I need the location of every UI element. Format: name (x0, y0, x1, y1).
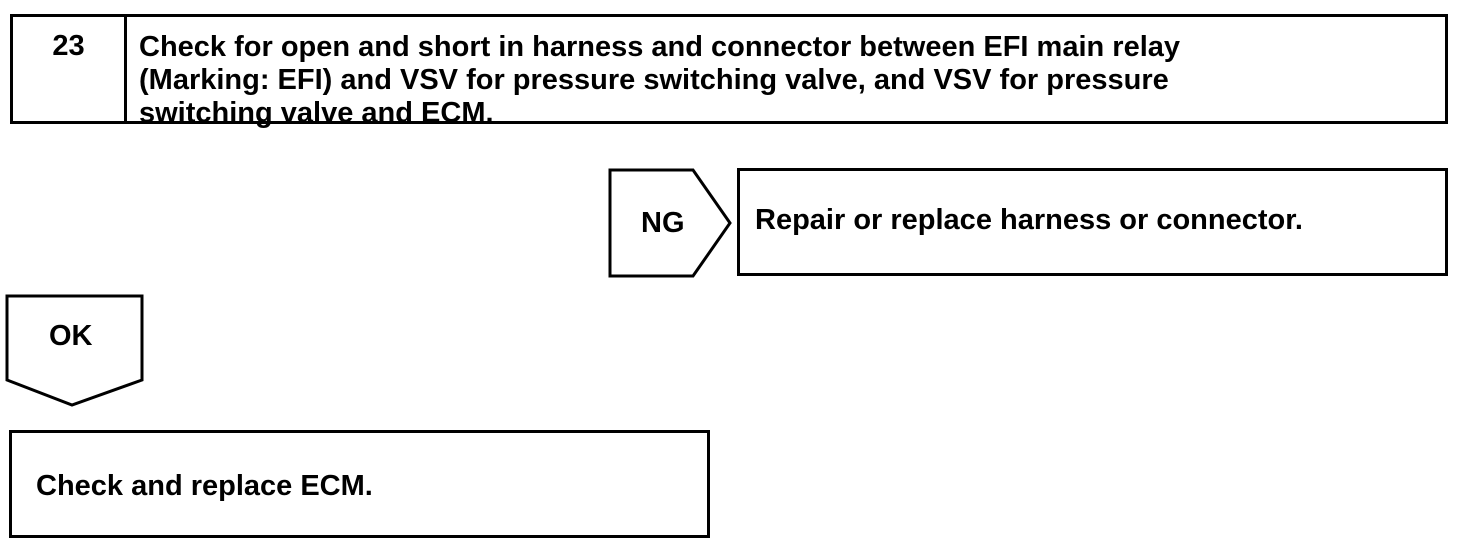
ok-arrow-shape (5, 294, 144, 407)
step-description-line: Check for open and short in harness and … (139, 31, 1181, 63)
step-number: 23 (13, 17, 127, 121)
step-description-line: switching valve and ECM. (139, 97, 494, 129)
ng-result-text: Repair or replace harness or connector. (755, 203, 1303, 236)
ok-label: OK (49, 320, 93, 352)
step-description: Check for open and short in harness and … (127, 17, 1445, 129)
ng-result-box: Repair or replace harness or connector. (737, 168, 1448, 276)
ng-arrow-shape (608, 168, 732, 278)
ng-label: NG (641, 207, 685, 239)
step-box: 23 Check for open and short in harness a… (10, 14, 1448, 129)
step-description-line: (Marking: EFI) and VSV for pressure swit… (139, 64, 1169, 96)
ok-result-text: Check and replace ECM. (36, 469, 373, 502)
ok-result-box: Check and replace ECM. (9, 430, 710, 538)
